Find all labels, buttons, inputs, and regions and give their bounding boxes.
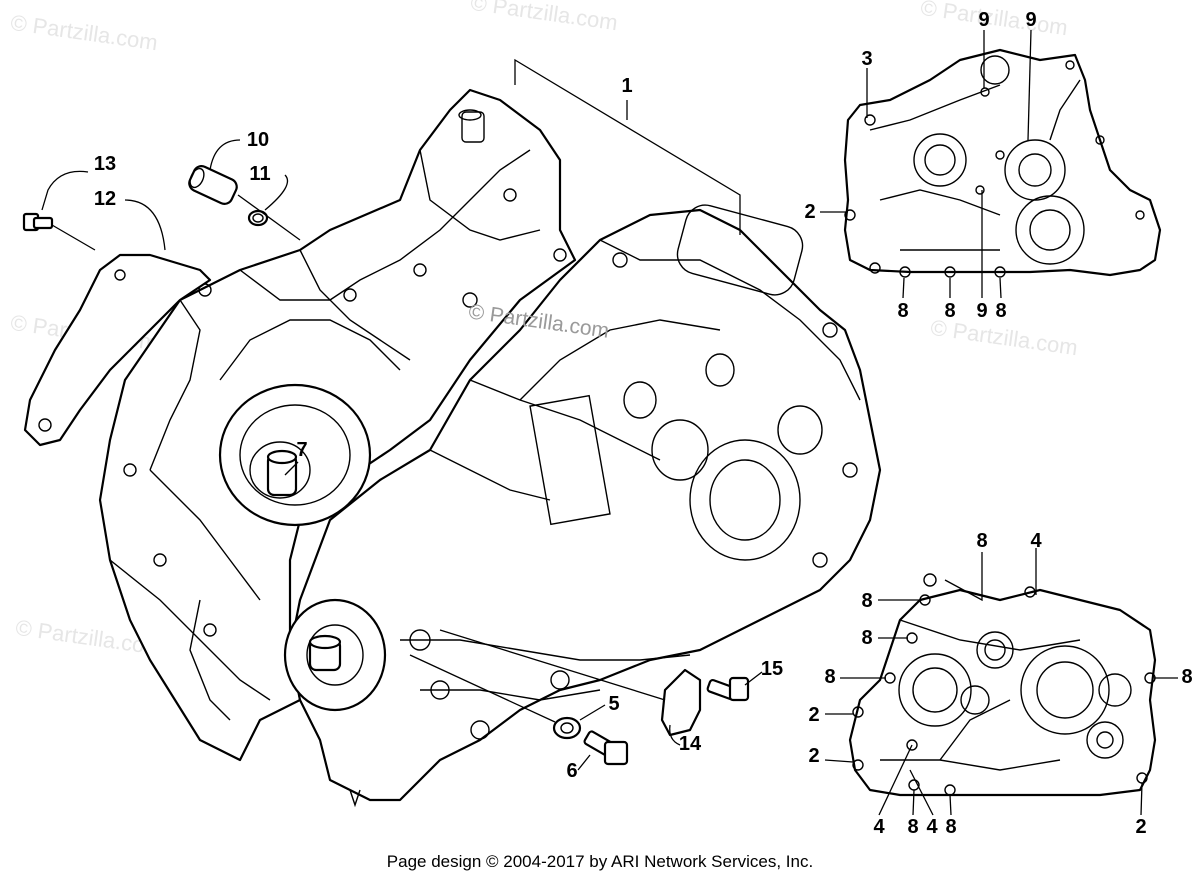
callout-12[interactable]: 12	[93, 188, 117, 210]
left-crankcase-half	[98, 88, 577, 762]
bolt-13	[22, 212, 54, 232]
callout-8[interactable]: 8	[897, 300, 909, 322]
part-10	[188, 165, 238, 205]
callout-8[interactable]: 8	[1181, 666, 1193, 688]
callout-10[interactable]: 10	[246, 129, 270, 151]
callout-9[interactable]: 9	[976, 300, 988, 322]
detail-view-bottom	[848, 573, 1157, 797]
callout-2[interactable]: 2	[1135, 816, 1147, 838]
callout-8[interactable]: 8	[861, 590, 873, 612]
callout-7[interactable]: 7	[296, 439, 308, 461]
callout-4[interactable]: 4	[1030, 530, 1042, 552]
gasket-bracket	[23, 253, 212, 447]
callout-8[interactable]: 8	[945, 816, 957, 838]
callout-8[interactable]: 8	[976, 530, 988, 552]
callout-9[interactable]: 9	[978, 9, 990, 31]
callout-3[interactable]: 3	[861, 48, 873, 70]
callout-13[interactable]: 13	[93, 153, 117, 175]
leader-lines	[41, 29, 1178, 816]
washer-5	[552, 716, 582, 740]
callout-11[interactable]: 11	[249, 163, 271, 185]
callout-2[interactable]: 2	[808, 745, 820, 767]
detail-view-top	[843, 48, 1162, 278]
callout-4[interactable]: 4	[926, 816, 938, 838]
callout-4[interactable]: 4	[873, 816, 885, 838]
callout-15[interactable]: 15	[760, 658, 784, 680]
right-crankcase-half	[283, 204, 882, 808]
callout-1[interactable]: 1	[621, 75, 633, 97]
callout-2[interactable]: 2	[808, 704, 820, 726]
callout-2[interactable]: 2	[804, 201, 816, 223]
callout-9[interactable]: 9	[1025, 9, 1037, 31]
callout-5[interactable]: 5	[608, 693, 620, 715]
bolt-6	[583, 730, 629, 766]
callout-14[interactable]: 14	[678, 733, 702, 755]
bracket-14	[660, 668, 702, 737]
callout-8[interactable]: 8	[907, 816, 919, 838]
callout-8[interactable]: 8	[861, 627, 873, 649]
bolt-15	[706, 676, 750, 702]
oring-11	[247, 209, 269, 227]
callout-6[interactable]: 6	[566, 760, 578, 782]
callout-8[interactable]: 8	[995, 300, 1007, 322]
copyright-footer: Page design © 2004-2017 by ARI Network S…	[386, 852, 814, 871]
callout-8[interactable]: 8	[944, 300, 956, 322]
callout-8[interactable]: 8	[824, 666, 836, 688]
